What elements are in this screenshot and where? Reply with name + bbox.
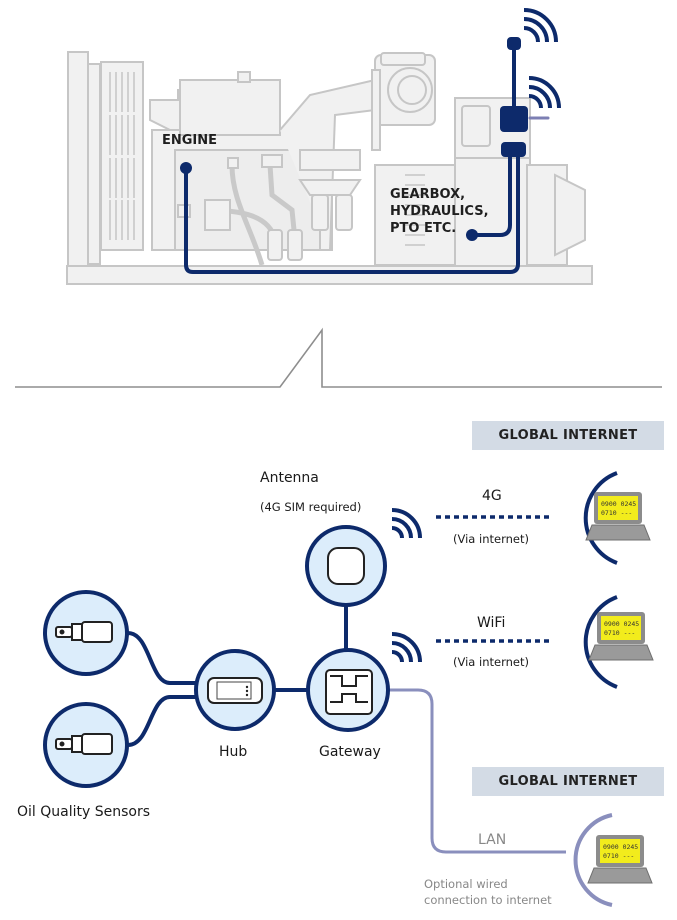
wifi-icon [528,76,561,109]
internet-arc-4g [583,471,618,565]
antenna-node [305,525,387,607]
gateway-node [306,648,390,732]
gearbox-label-line: PTO ETC. [390,221,457,236]
link-wifi-sublabel: (Via internet) [453,655,529,669]
gateway-label: Gateway [319,744,381,760]
laptop-icon-lan: 0900 0245 0710 --- [587,835,653,884]
lan-note-line: connection to internet [424,893,552,907]
antenna-sublabel: (4G SIM required) [260,500,362,514]
hub-label: Hub [219,744,248,760]
laptop-icon-wifi: 0900 0245 0710 --- [588,612,654,661]
hub-device-icon [207,677,263,704]
gearbox-label: GEARBOX, HYDRAULICS, PTO ETC. [390,186,489,237]
laptop-screen-line1: 0900 0245 [603,843,638,851]
gearbox-label-line: GEARBOX, [390,187,466,202]
wifi-icon [391,508,422,539]
link-4g-sublabel: (Via internet) [453,532,529,546]
antenna-label: Antenna [260,470,319,486]
global-internet-banner-top: GLOBAL INTERNET [472,421,664,450]
engine-label: ENGINE [162,133,218,148]
oil-sensor-icon [55,733,113,755]
generator-antenna-node [507,37,521,50]
oil-sensor-icon [55,621,113,643]
lan-note-line: Optional wired [424,877,508,891]
gateway-device-icon [325,669,373,715]
laptop-screen-line2: 0710 --- [604,629,635,637]
section-divider [15,327,662,388]
sensor-cables [127,604,348,747]
antenna-device-icon [327,547,365,585]
generator-illustration [66,51,593,285]
oil-sensors-label: Oil Quality Sensors [17,804,151,820]
internet-arc-lan [573,813,613,907]
gearbox-sensor-dot [466,229,478,241]
internet-arc-wifi [583,595,618,689]
hub-node [194,649,276,731]
laptop-screen-line2: 0710 --- [601,509,632,517]
oil-sensor-node-2 [43,702,129,788]
oil-sensor-node-1 [43,590,129,676]
laptop-icon-4g: 0900 0245 0710 --- [585,492,651,541]
link-4g-label: 4G [482,488,502,504]
generator-hub-box [501,142,526,157]
laptop-screen-line1: 0900 0245 [601,500,636,508]
lan-cable [388,688,566,854]
generator-gateway-box [500,106,528,132]
global-internet-banner-bottom: GLOBAL INTERNET [472,767,664,796]
wifi-icon [523,8,558,43]
laptop-screen-line2: 0710 --- [603,852,634,860]
link-wifi-label: WiFi [477,615,506,631]
link-lan-label: LAN [478,832,507,848]
wifi-icon [391,632,422,663]
lan-note: Optional wired connection to internet [424,876,552,908]
engine-sensor-dot [180,162,192,174]
laptop-screen-line1: 0900 0245 [604,620,639,628]
generator-wiring [184,43,550,274]
gearbox-label-line: HYDRAULICS, [390,204,489,219]
